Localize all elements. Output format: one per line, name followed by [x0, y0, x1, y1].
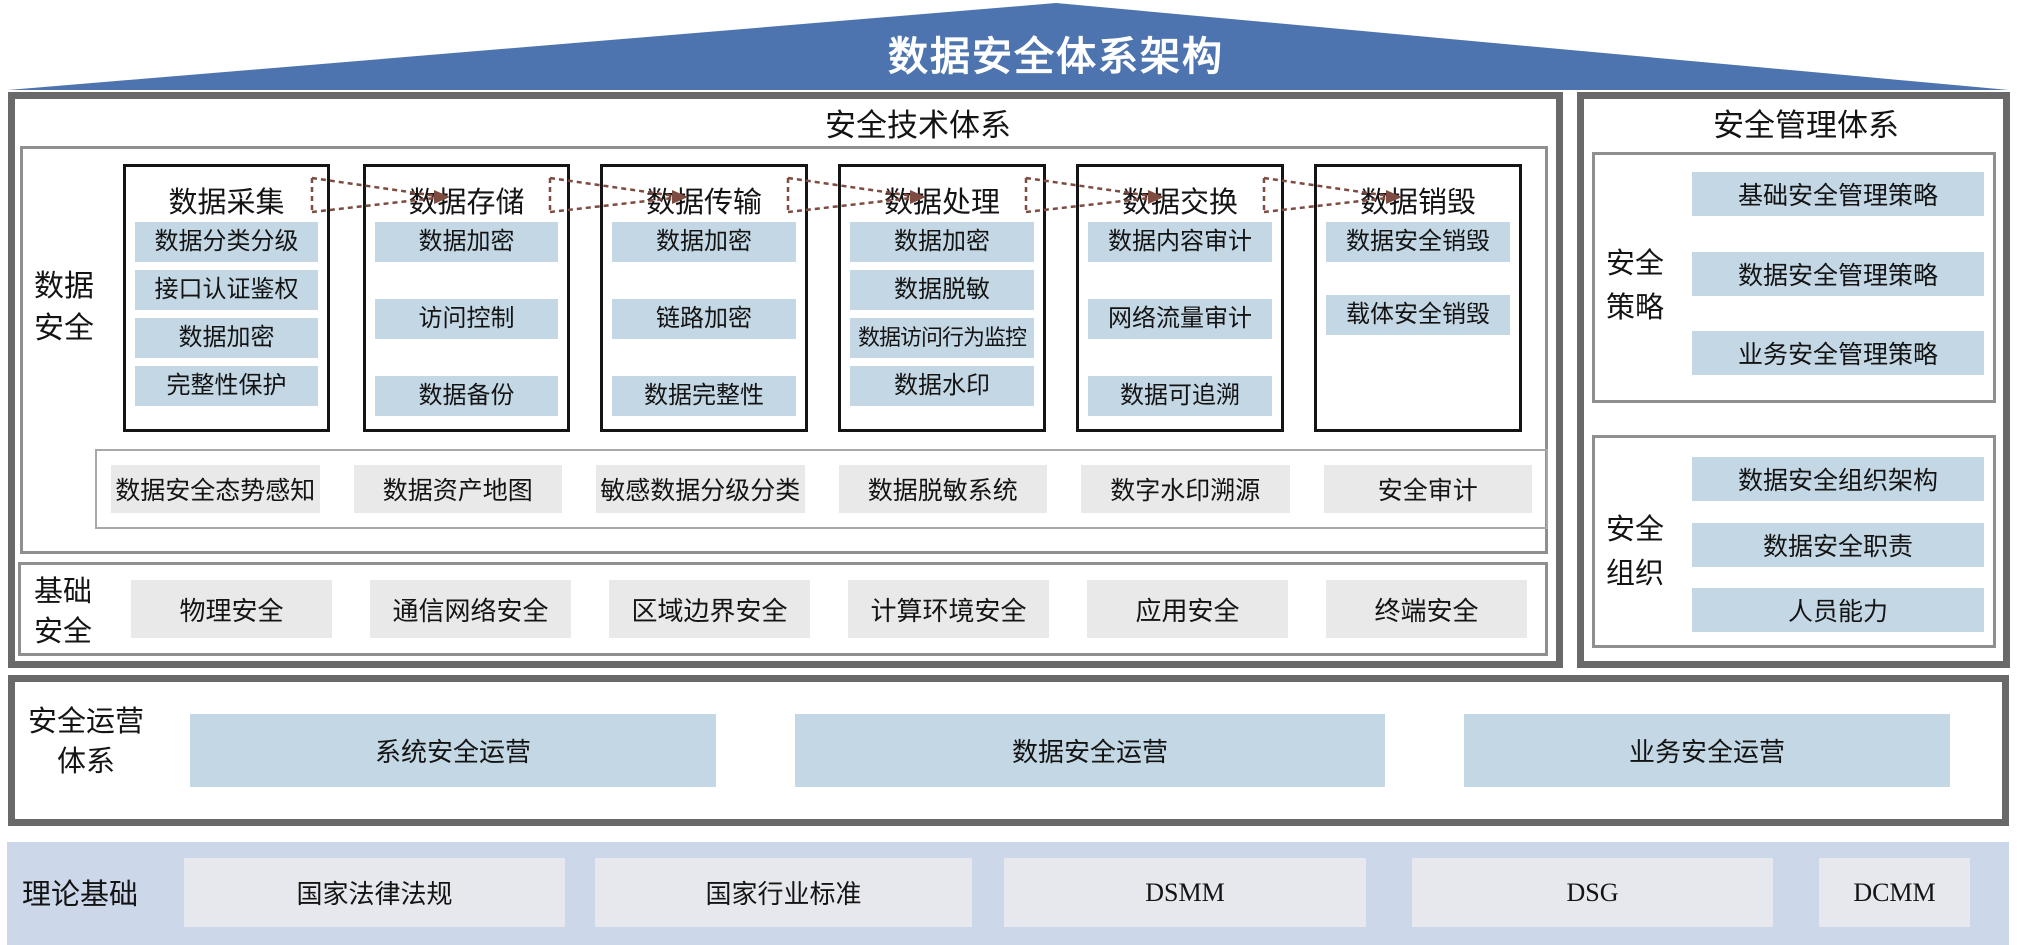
base-security-item: 区域边界安全 [609, 580, 810, 638]
lifecycle-column-collection: 数据采集 数据分类分级 接口认证鉴权 数据加密 完整性保护 [123, 164, 330, 432]
capability-item: 数据加密 [375, 222, 558, 262]
capability-item: 载体安全销毁 [1326, 295, 1510, 335]
theory-label: 理论基础 [22, 879, 139, 911]
diagram-title: 数据安全体系架构 [888, 35, 1224, 79]
tool-item: 敏感数据分级分类 [596, 465, 805, 513]
capability-item: 数据脱敏 [850, 270, 1034, 310]
flow-arrow-icon [548, 176, 688, 214]
theory-item: DCMM [1819, 858, 1970, 927]
tool-item: 数字水印溯源 [1081, 465, 1290, 513]
column-items: 数据分类分级 接口认证鉴权 数据加密 完整性保护 [126, 219, 327, 406]
lifecycle-column-exchange: 数据交换 数据内容审计 网络流量审计 数据可追溯 [1076, 164, 1284, 432]
column-items: 数据加密 访问控制 数据备份 [366, 219, 567, 416]
tool-item: 数据脱敏系统 [838, 465, 1047, 513]
security-policy-label: 安全策略 [1605, 248, 1664, 324]
flow-arrow-icon [1024, 176, 1164, 214]
org-item: 数据安全职责 [1692, 523, 1984, 567]
capability-item: 数据可追溯 [1088, 376, 1272, 416]
data-security-label: 数据安全 [34, 270, 94, 345]
theory-item: 国家法律法规 [184, 858, 565, 927]
tool-item: 安全审计 [1323, 465, 1532, 513]
policy-item: 数据安全管理策略 [1692, 252, 1984, 296]
capability-item: 访问控制 [375, 299, 558, 339]
security-tools-row: 数据安全态势感知 数据资产地图 敏感数据分级分类 数据脱敏系统 数字水印溯源 安… [95, 449, 1548, 529]
flow-arrow-icon [1262, 176, 1402, 214]
base-security-item: 应用安全 [1087, 580, 1288, 638]
capability-item: 数据加密 [612, 222, 796, 262]
policy-item: 业务安全管理策略 [1692, 331, 1984, 375]
lifecycle-column-destruction: 数据销毁 数据安全销毁 载体安全销毁 [1314, 164, 1522, 432]
base-security-item: 终端安全 [1326, 580, 1527, 638]
base-security-item: 计算环境安全 [848, 580, 1049, 638]
column-items: 数据加密 链路加密 数据完整性 [603, 219, 805, 416]
org-item: 数据安全组织架构 [1692, 457, 1984, 501]
ops-item: 数据安全运营 [795, 714, 1385, 787]
column-items: 数据加密 数据脱敏 数据访问行为监控 数据水印 [841, 219, 1043, 406]
capability-item: 数据内容审计 [1088, 222, 1272, 262]
lifecycle-column-processing: 数据处理 数据加密 数据脱敏 数据访问行为监控 数据水印 [838, 164, 1046, 432]
theory-item: 国家行业标准 [595, 858, 972, 927]
capability-item: 数据加密 [135, 318, 318, 358]
capability-item: 数据完整性 [612, 376, 796, 416]
base-security-label: 基础安全 [33, 576, 92, 648]
column-header: 数据销毁 [1359, 187, 1476, 219]
roof-banner-shape [8, 3, 2009, 90]
tech-panel-title: 安全技术体系 [825, 108, 1011, 143]
capability-item: 数据备份 [375, 376, 558, 416]
column-header: 数据传输 [645, 187, 762, 219]
ops-label: 安全运营体系 [27, 706, 144, 778]
capability-item: 网络流量审计 [1088, 299, 1272, 339]
lifecycle-column-storage: 数据存储 数据加密 访问控制 数据备份 [363, 164, 570, 432]
flow-arrow-icon [310, 176, 450, 214]
base-security-section: 物理安全 通信网络安全 区域边界安全 计算环境安全 应用安全 终端安全 [18, 562, 1548, 656]
capability-item: 完整性保护 [135, 366, 318, 406]
org-item: 人员能力 [1692, 588, 1984, 632]
base-security-item: 物理安全 [131, 580, 332, 638]
tool-item: 数据资产地图 [353, 465, 562, 513]
column-header: 数据交换 [1121, 187, 1238, 219]
lifecycle-column-transmission: 数据传输 数据加密 链路加密 数据完整性 [600, 164, 808, 432]
ops-item: 业务安全运营 [1464, 714, 1950, 787]
capability-item: 数据加密 [850, 222, 1034, 262]
column-items: 数据安全销毁 载体安全销毁 [1317, 219, 1519, 335]
base-security-item: 通信网络安全 [370, 580, 571, 638]
capability-item: 接口认证鉴权 [135, 270, 318, 310]
capability-item: 数据分类分级 [135, 222, 318, 262]
ops-item: 系统安全运营 [190, 714, 716, 787]
capability-item: 数据安全销毁 [1326, 222, 1510, 262]
column-header: 数据处理 [883, 187, 1000, 219]
capability-item: 数据水印 [850, 366, 1034, 406]
capability-item: 链路加密 [612, 299, 796, 339]
mgmt-panel-title: 安全管理体系 [1713, 108, 1899, 143]
theory-item: DSMM [1004, 858, 1366, 927]
flow-arrow-icon [786, 176, 926, 214]
column-header: 数据采集 [168, 187, 285, 219]
capability-item: 数据访问行为监控 [850, 318, 1034, 358]
column-items: 数据内容审计 网络流量审计 数据可追溯 [1079, 219, 1281, 416]
policy-item: 基础安全管理策略 [1692, 172, 1984, 216]
column-header: 数据存储 [408, 187, 525, 219]
security-org-label: 安全组织 [1605, 514, 1664, 590]
theory-item: DSG [1412, 858, 1773, 927]
tool-item: 数据安全态势感知 [111, 465, 320, 513]
